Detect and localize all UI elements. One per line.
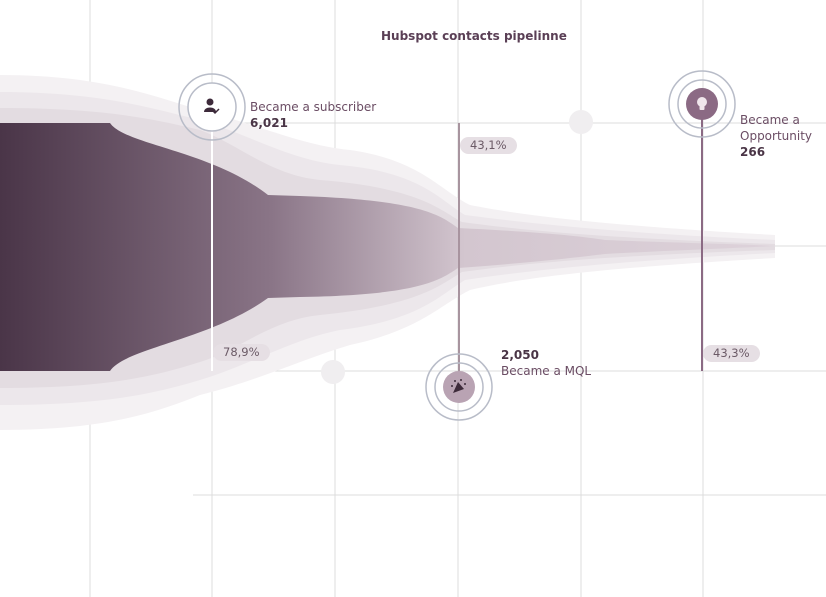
conversion-badge: 43,3% [703,345,760,362]
conversion-badge: 78,9% [213,344,270,361]
stage-value: 266 [740,145,766,159]
stage-name: Became a MQL [501,364,592,378]
stage-name: Became a Opportunity [740,113,813,143]
decor-dot [321,360,345,384]
decor-dot [569,110,593,134]
stage-name: Became a subscriber [250,100,377,114]
stage-label-mql: 2,050 Became a MQL [501,347,591,379]
chart-title: Hubspot contacts pipelinne [381,29,567,43]
lightbulb-icon [697,97,707,110]
conversion-badge: 43,1% [460,137,517,154]
mql-marker[interactable] [425,353,493,421]
stage-value: 2,050 [501,348,539,362]
opportunity-marker[interactable] [668,70,736,138]
stage-value: 6,021 [250,116,288,130]
subscriber-marker[interactable] [178,73,246,141]
user-check-icon [204,98,220,115]
funnel-main [0,123,775,371]
stage-label-opportunity: Became a Opportunity 266 [740,112,820,160]
stage-label-subscriber: Became a subscriber 6,021 [250,99,376,131]
party-popper-icon [451,379,466,393]
